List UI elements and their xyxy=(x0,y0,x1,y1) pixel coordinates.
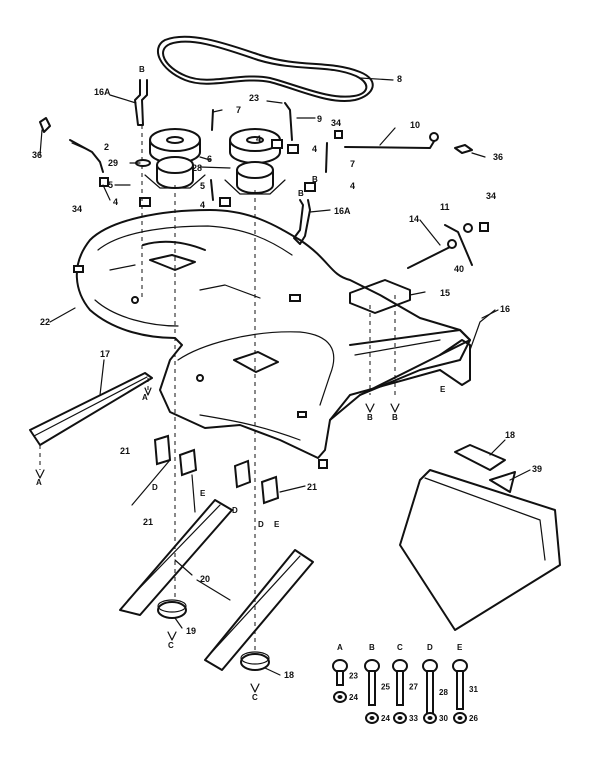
legend-nut-hole xyxy=(397,716,403,720)
callout-4-c: 4 xyxy=(312,144,317,154)
legend-letter: C xyxy=(397,643,403,652)
callout-10: 10 xyxy=(410,120,420,130)
callout-4-d: 4 xyxy=(350,181,355,191)
letter-C-1: C xyxy=(168,641,174,650)
discharge-chute xyxy=(399,444,561,631)
letter-D-3: D xyxy=(258,520,264,529)
letter-B-bot1: B xyxy=(367,413,373,422)
letter-D-2: D xyxy=(232,506,238,515)
legend-nut-number: 24 xyxy=(381,714,390,723)
cutting-blades xyxy=(119,499,314,671)
callout-8: 8 xyxy=(397,74,402,84)
callout-39: 39 xyxy=(532,464,542,474)
letter-E-2: E xyxy=(274,520,280,529)
letter-B-bot2: B xyxy=(392,413,398,422)
alignment-lines xyxy=(39,125,396,650)
letter-C-2: C xyxy=(252,693,258,702)
letter-A-low: A xyxy=(36,478,42,487)
legend-letter: E xyxy=(457,643,463,652)
legend-nut-number: 33 xyxy=(409,714,418,723)
callout-20: 20 xyxy=(200,574,210,584)
legend-nut-number: 24 xyxy=(349,693,358,702)
blade-adapters xyxy=(153,434,280,505)
callout-18-lower: 18 xyxy=(284,670,294,680)
callout-36-right: 36 xyxy=(493,152,503,162)
legend-nut-hole xyxy=(457,716,463,720)
callout-5-left: 5 xyxy=(108,180,113,190)
callout-7-top: 7 xyxy=(236,105,241,115)
callout-18-right: 18 xyxy=(505,430,515,440)
callout-5-mid: 5 xyxy=(200,181,205,191)
legend-nut-number: 26 xyxy=(469,714,478,723)
callout-16A-right: 16A xyxy=(334,206,351,216)
callout-34-mid: 34 xyxy=(331,118,341,128)
callout-21-b: 21 xyxy=(143,517,153,527)
left-spindle-assembly xyxy=(144,128,206,189)
callout-22: 22 xyxy=(40,317,50,327)
legend-bolt-shank xyxy=(426,670,434,716)
callout-4-left: 4 xyxy=(113,197,118,207)
callout-34-right: 34 xyxy=(486,191,496,201)
callout-34-left: 34 xyxy=(72,204,82,214)
callout-40: 40 xyxy=(454,264,464,274)
right-upper-brackets xyxy=(293,199,489,269)
drive-belt xyxy=(156,35,374,102)
legend-bolt-shank xyxy=(396,670,404,706)
letter-B-r1: B xyxy=(298,189,304,198)
callout-29: 29 xyxy=(108,158,118,168)
mower-deck xyxy=(73,209,471,469)
callout-4-a: 4 xyxy=(256,134,261,144)
blade-discs xyxy=(157,599,270,671)
legend-bolt-shank xyxy=(368,670,376,706)
callout-9: 9 xyxy=(317,114,322,124)
leader-lines xyxy=(39,94,531,676)
callout-11: 11 xyxy=(440,202,450,212)
callout-17: 17 xyxy=(100,349,110,359)
letter-E-1: E xyxy=(200,489,206,498)
callout-7-right: 7 xyxy=(350,159,355,169)
callout-15: 15 xyxy=(440,288,450,298)
callout-16A-top: 16A xyxy=(94,87,111,97)
legend-part-number: 28 xyxy=(439,688,448,697)
callout-labels: 16A 2 36 29 5 4 34 7 4 6 28 5 4 23 8 9 4… xyxy=(32,74,542,680)
legend-bolt-shank xyxy=(336,670,344,686)
callout-6: 6 xyxy=(207,154,212,164)
connector-arrows xyxy=(35,387,400,693)
legend-nut-hole xyxy=(337,695,343,699)
letter-B-r2: B xyxy=(312,175,318,184)
letter-B-top: B xyxy=(139,65,145,74)
callout-36-left: 36 xyxy=(32,150,42,160)
connector-letters: B B B A A D E D D E C C B B E xyxy=(36,65,446,702)
callout-2: 2 xyxy=(104,142,109,152)
callout-19: 19 xyxy=(186,626,196,636)
top-small-hardware xyxy=(39,79,473,207)
callout-16: 16 xyxy=(500,304,510,314)
hardware-legend: A 23 24 B 25 24 C 27 33 D 28 30 E 31 26 xyxy=(332,643,478,724)
letter-E-r: E xyxy=(440,385,446,394)
legend-letter: A xyxy=(337,643,343,652)
legend-part-number: 23 xyxy=(349,672,358,681)
callout-14: 14 xyxy=(409,214,419,224)
callout-21-c: 21 xyxy=(307,482,317,492)
callout-4-b: 4 xyxy=(200,200,205,210)
legend-part-number: 27 xyxy=(409,683,418,692)
legend-part-number: 25 xyxy=(381,683,390,692)
legend-part-number: 31 xyxy=(469,685,478,694)
callout-28: 28 xyxy=(192,163,202,173)
legend-nut-hole xyxy=(369,716,375,720)
letter-A-mid: A xyxy=(142,393,148,402)
front-support-bar xyxy=(29,372,153,446)
legend-bolt-shank xyxy=(456,670,464,710)
legend-letter: D xyxy=(427,643,433,652)
callout-21-a: 21 xyxy=(120,446,130,456)
callout-23: 23 xyxy=(249,93,259,103)
legend-letter: B xyxy=(369,643,375,652)
letter-D-1: D xyxy=(152,483,158,492)
right-spindle-assembly xyxy=(224,128,286,195)
legend-nut-number: 30 xyxy=(439,714,448,723)
legend-nut-hole xyxy=(427,716,433,720)
